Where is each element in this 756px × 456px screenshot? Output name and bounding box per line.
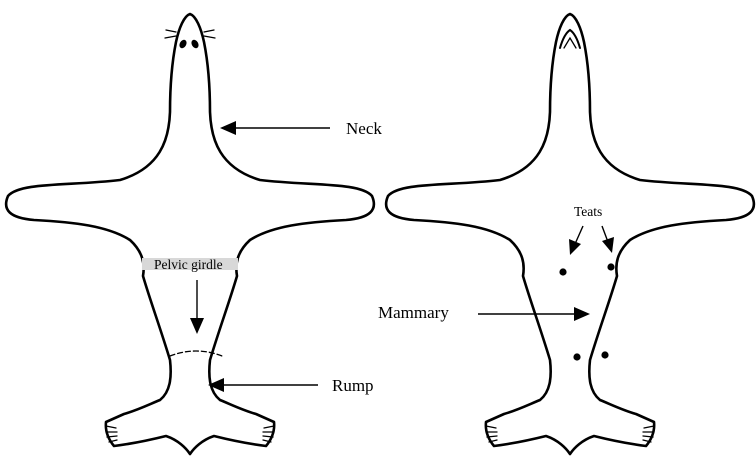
mammary-label: Mammary [378, 304, 449, 321]
teats-arrows [569, 226, 614, 255]
right-pelt [386, 14, 754, 454]
neck-arrow [220, 121, 330, 135]
right-pelt-outline [386, 14, 754, 454]
rump-arrow [208, 378, 318, 392]
neck-label: Neck [346, 120, 382, 137]
teats-label: Teats [574, 205, 602, 219]
left-pelt-outline [6, 14, 374, 454]
pelvic-girdle-arrow [190, 280, 204, 334]
left-pelt [6, 14, 374, 454]
teat-dot [559, 268, 566, 275]
right-snout-inner [564, 38, 576, 48]
left-pelt-feet [106, 426, 274, 442]
teat-dot [601, 351, 608, 358]
pelvic-girdle-label: Pelvic girdle [154, 258, 223, 272]
teat-dot [573, 353, 580, 360]
rump-label: Rump [332, 377, 374, 394]
left-head-details [165, 30, 215, 49]
rump-boundary-line [170, 351, 222, 356]
teat-dot [607, 263, 614, 270]
right-pelt-feet [486, 426, 654, 442]
